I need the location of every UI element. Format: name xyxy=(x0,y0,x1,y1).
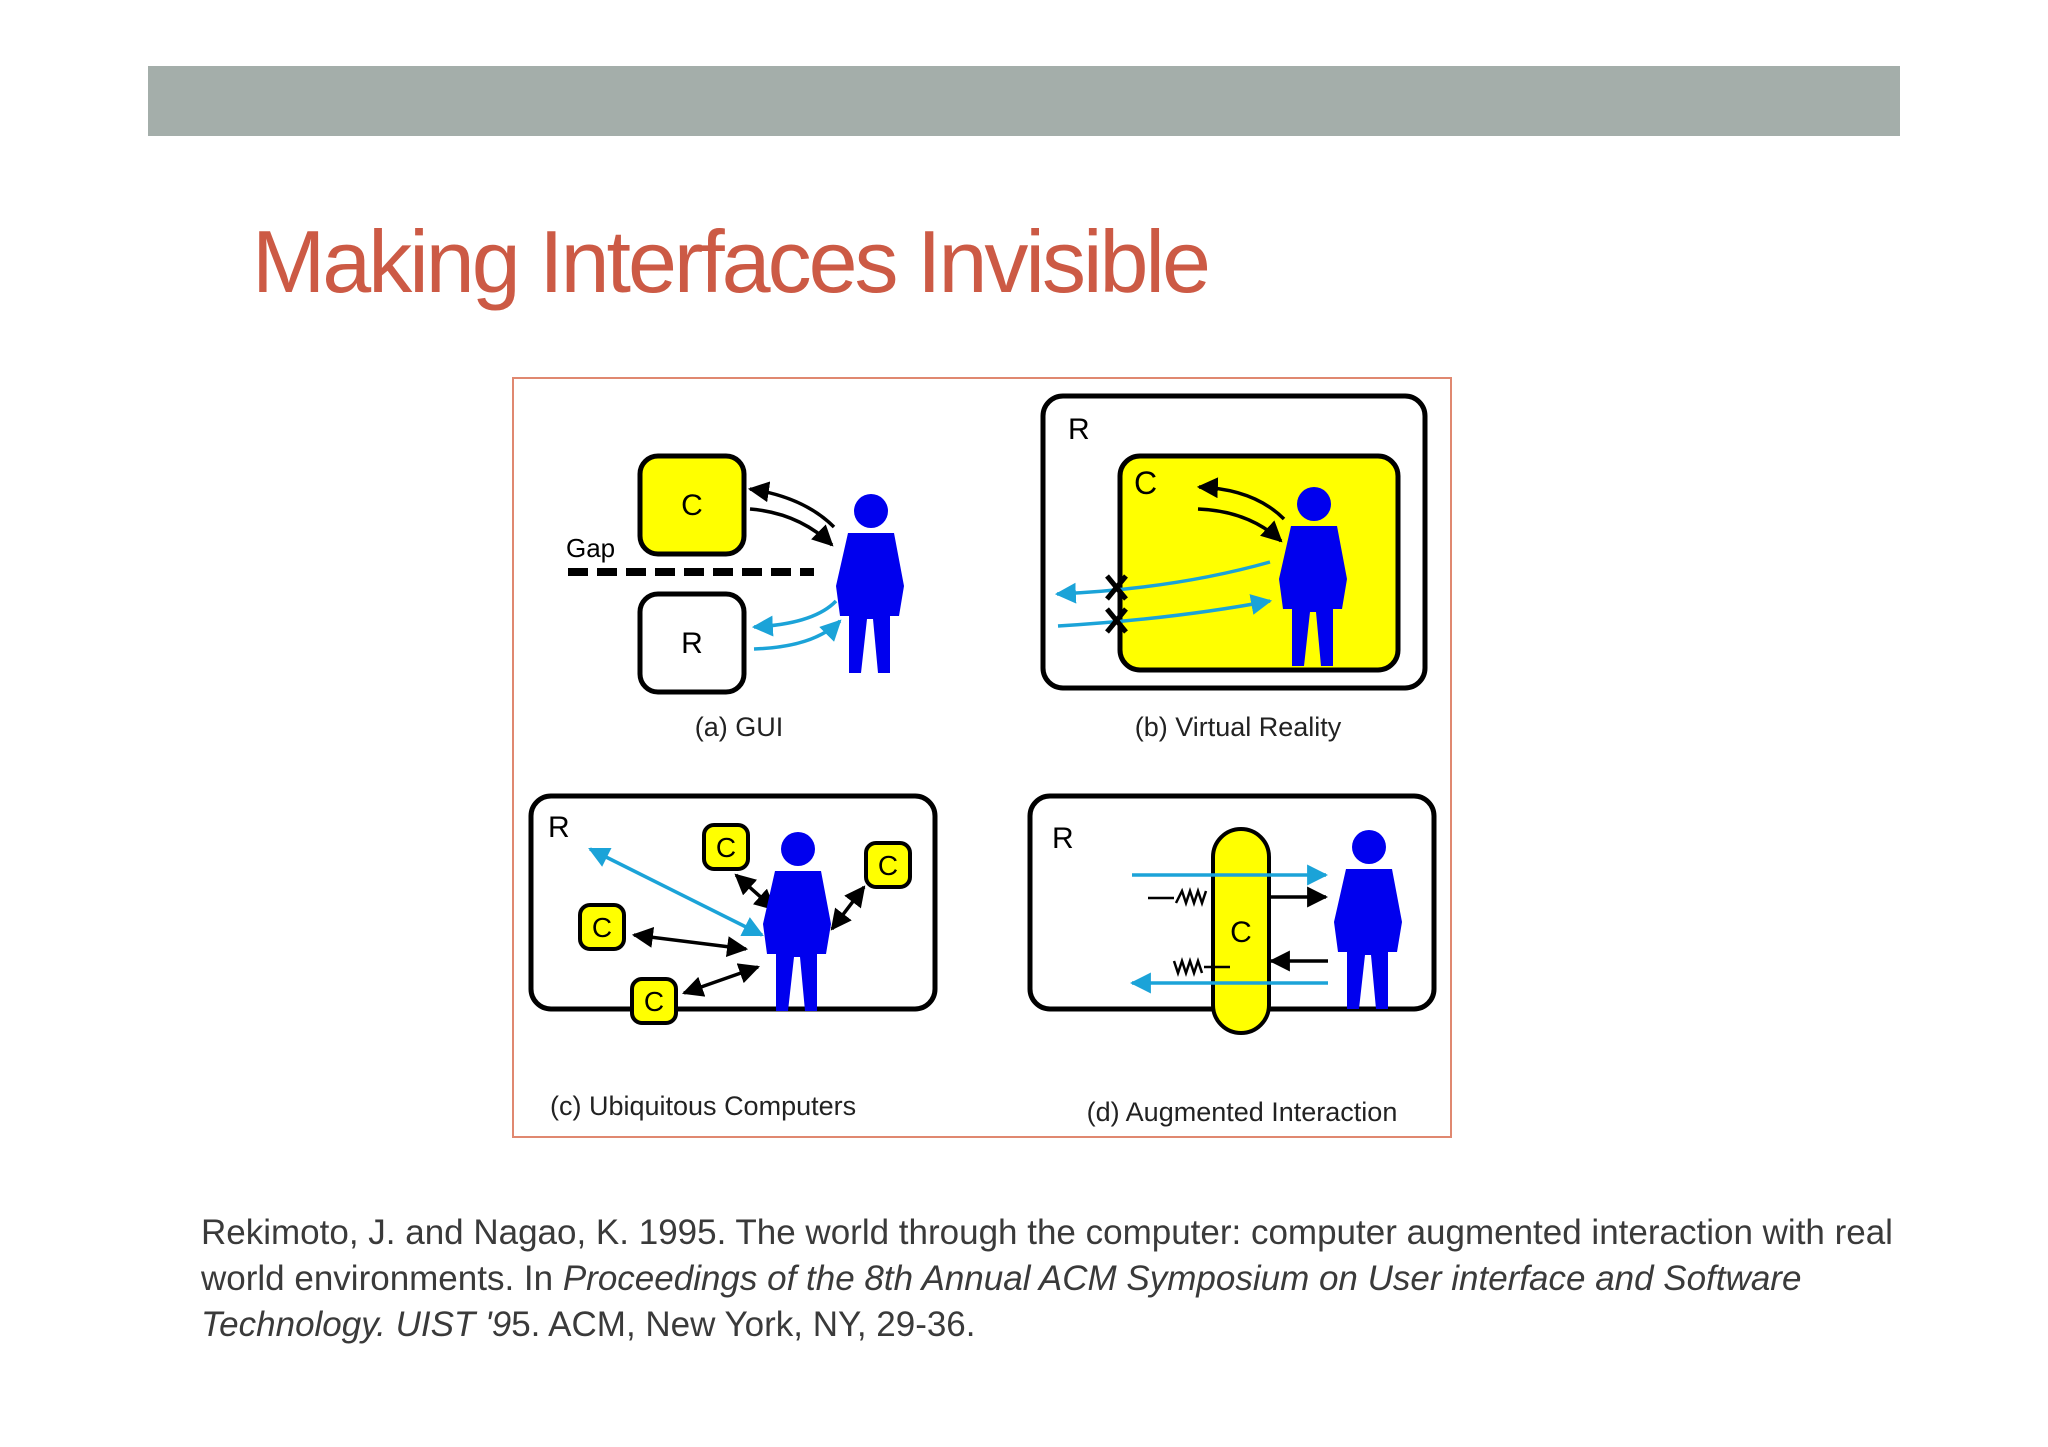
computer-label: C xyxy=(878,850,898,881)
figure-frame: C R Gap (a) GUI R C xyxy=(512,377,1452,1138)
reality-arrow-blocked xyxy=(1054,560,1271,604)
panel-caption: (c) Ubiquitous Computers xyxy=(550,1091,856,1121)
citation: Rekimoto, J. and Nagao, K. 1995. The wor… xyxy=(201,1210,1901,1348)
citation-publisher: 5. ACM, New York, NY, 29-36. xyxy=(511,1305,976,1344)
computer-arrow xyxy=(682,963,760,997)
citation-text: Rekimoto, J. and Nagao, K. 1995. The wor… xyxy=(201,1213,1893,1298)
computer-label: C xyxy=(681,489,703,522)
reality-arrow xyxy=(751,599,838,637)
header-bar xyxy=(148,66,1900,136)
person-icon xyxy=(836,494,904,673)
reality-arrow xyxy=(753,619,842,651)
block-mark-icon xyxy=(1105,574,1128,634)
citation-venue: Proceedings of the 8th Annual ACM Sympos… xyxy=(201,1259,1802,1344)
computer-arrow xyxy=(830,885,866,931)
reality-label: R xyxy=(548,811,570,844)
computer-label: C xyxy=(1230,916,1252,949)
panel-caption: (d) Augmented Interaction xyxy=(1087,1097,1398,1127)
computer-arrow xyxy=(1197,507,1283,543)
reality-arrow-blocked xyxy=(1057,594,1273,628)
computer-arrow xyxy=(1196,477,1286,521)
reality-box xyxy=(637,591,747,695)
computer-arrow xyxy=(749,507,834,547)
reality-label: R xyxy=(681,627,703,660)
gap-label: Gap xyxy=(566,533,615,563)
computer-box xyxy=(630,977,678,1025)
scribble-mark-icon xyxy=(1148,887,1230,977)
panel-caption: (b) Virtual Reality xyxy=(1135,712,1342,742)
computer-label: C xyxy=(716,832,736,863)
computer-box xyxy=(864,841,912,889)
computer-arrow xyxy=(734,873,776,911)
computer-label: C xyxy=(592,912,612,943)
interaction-styles-diagram: C R Gap (a) GUI R C xyxy=(528,393,1437,1127)
computer-label: C xyxy=(1134,465,1157,501)
reality-label: R xyxy=(1052,822,1074,855)
panel-ubiquitous-computers: R C C C C (c) Ubiquitous Computers xyxy=(528,793,938,1121)
reality-arrow xyxy=(588,847,764,937)
panel-caption: (a) GUI xyxy=(695,712,784,742)
panel-augmented-interaction: R C (d) Augmented Interaction xyxy=(1027,793,1437,1127)
reality-label: R xyxy=(1068,413,1090,446)
computer-arrow xyxy=(747,481,836,529)
computer-label: C xyxy=(644,986,664,1017)
computer-arrow xyxy=(631,926,749,958)
computer-box xyxy=(1117,453,1401,673)
panel-gui: C R Gap (a) GUI xyxy=(566,453,904,742)
panel-virtual-reality: R C (b) Virtual Reality xyxy=(1040,393,1428,742)
slide-title: Making Interfaces Invisible xyxy=(252,212,1211,311)
computer-box xyxy=(637,453,747,557)
